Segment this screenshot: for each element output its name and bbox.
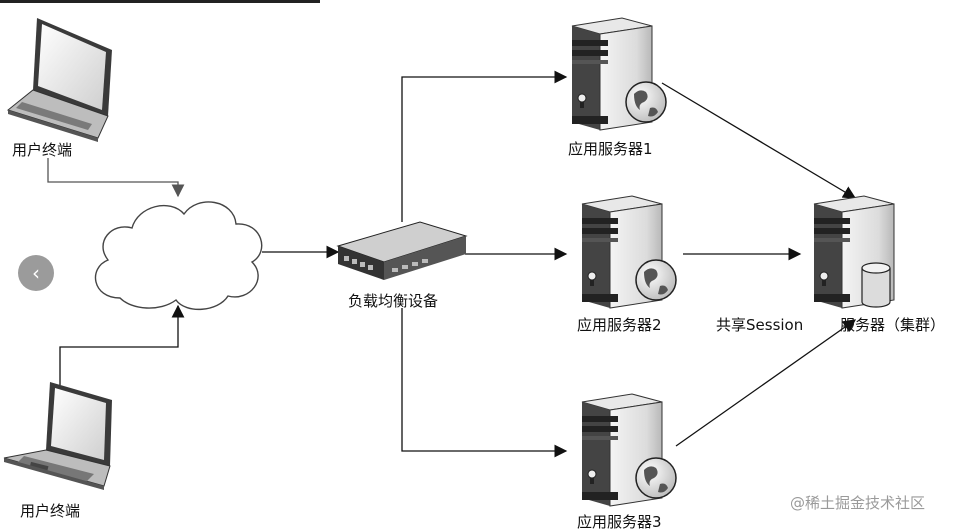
edge-user2-cloud bbox=[59, 304, 185, 385]
laptop-icon-2 bbox=[3, 382, 112, 490]
label-shared-session: 共享Session bbox=[716, 316, 803, 334]
chevron-left-icon: ‹ bbox=[32, 261, 40, 285]
app-server-icon-3 bbox=[581, 393, 677, 507]
label-app-server-2: 应用服务器2 bbox=[577, 316, 662, 334]
label-load-balancer: 负载均衡设备 bbox=[348, 292, 438, 310]
app-server-icon-1 bbox=[571, 17, 667, 131]
edge-lb-app3 bbox=[401, 308, 568, 458]
label-user-terminal-1: 用户终端 bbox=[12, 141, 72, 159]
label-user-terminal-2: 用户终端 bbox=[20, 502, 80, 520]
edge-app3-cluster bbox=[675, 319, 857, 447]
database-cylinder-icon bbox=[861, 262, 891, 308]
label-app-server-3: 应用服务器3 bbox=[577, 513, 662, 530]
previous-image-button[interactable]: ‹ bbox=[18, 255, 54, 291]
laptop-icon-1 bbox=[6, 18, 112, 142]
connections bbox=[47, 70, 857, 458]
label-server-cluster: 服务器（集群） bbox=[840, 316, 945, 334]
top-cropped-artifacts bbox=[0, 0, 320, 3]
edge-lb-app1 bbox=[401, 70, 568, 222]
watermark: @稀土掘金技术社区 bbox=[790, 494, 925, 512]
edge-app1-cluster bbox=[661, 82, 857, 199]
label-app-server-1: 应用服务器1 bbox=[568, 140, 653, 158]
internet-cloud bbox=[94, 201, 263, 311]
edge-user1-cloud bbox=[47, 158, 185, 198]
load-balancer-device bbox=[336, 221, 468, 280]
app-server-icon-2 bbox=[581, 195, 677, 309]
